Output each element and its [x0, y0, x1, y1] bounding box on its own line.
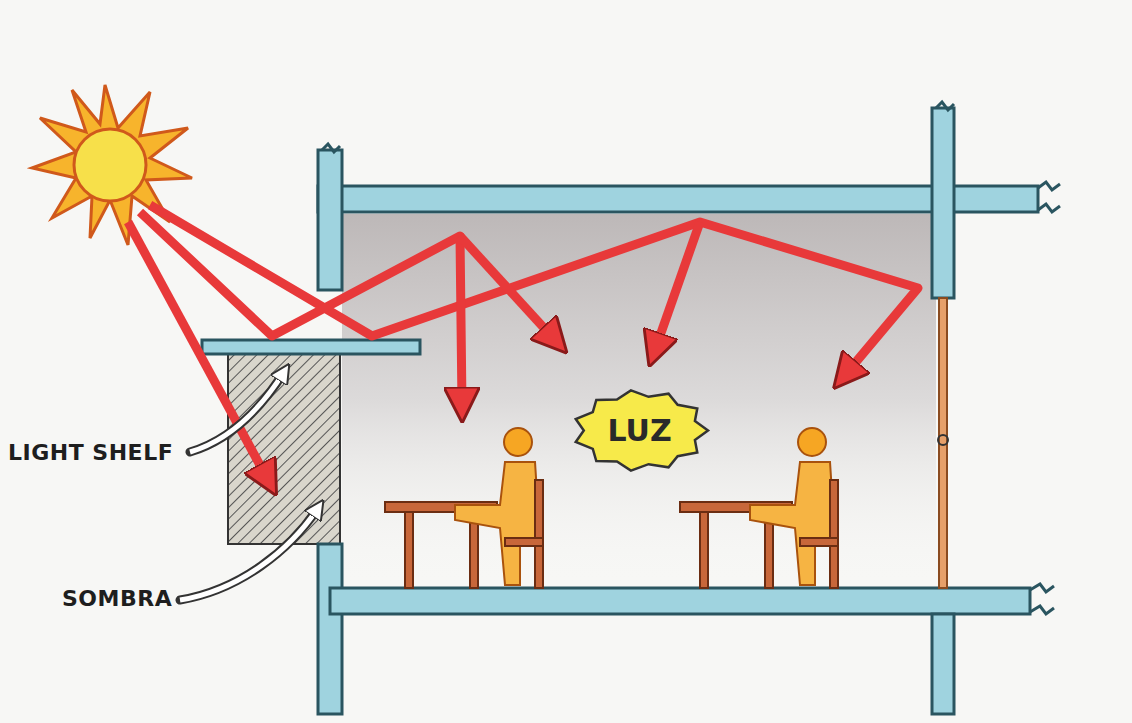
node-text-wrap: LUZ — [608, 413, 672, 448]
leader-arrow — [190, 372, 284, 452]
ray — [655, 222, 700, 350]
leader-outline — [180, 508, 318, 600]
head — [504, 428, 532, 456]
leader-outline — [190, 372, 284, 452]
upper-wall — [318, 150, 342, 290]
shadow-area — [228, 354, 340, 544]
floor-slab — [330, 588, 1030, 614]
chair-seat — [800, 538, 838, 546]
sun-rays — [32, 85, 192, 245]
body — [750, 462, 835, 585]
partition — [939, 298, 947, 588]
student-1 — [385, 428, 543, 588]
light-rays — [128, 205, 918, 480]
sun-disc — [74, 129, 146, 201]
chair — [830, 480, 838, 588]
body — [455, 462, 540, 585]
light-shelf — [202, 340, 420, 354]
burst-label: LUZ — [608, 413, 672, 448]
ray — [150, 205, 918, 375]
desk-leg — [700, 512, 708, 588]
hinge — [938, 435, 948, 445]
light-burst: LUZ — [570, 387, 711, 474]
desk-leg — [405, 512, 413, 588]
callout-label: SOMBRA — [62, 586, 172, 611]
break-mark — [936, 102, 954, 110]
right-column — [932, 108, 954, 298]
chair — [535, 480, 543, 588]
ray — [140, 212, 462, 405]
break-mark — [1038, 182, 1060, 212]
chair-seat — [505, 538, 543, 546]
right-column — [932, 614, 954, 714]
leader-arrow — [180, 508, 318, 600]
head — [798, 428, 826, 456]
student-2 — [680, 428, 838, 588]
ceiling-slab — [318, 186, 1038, 212]
burst-outline — [575, 390, 707, 470]
callout-label: LIGHT SHELF — [8, 440, 173, 465]
sun — [32, 85, 192, 245]
break-mark — [1030, 584, 1054, 614]
lower-wall — [318, 544, 342, 714]
ray — [460, 236, 555, 340]
break-mark — [322, 144, 340, 152]
